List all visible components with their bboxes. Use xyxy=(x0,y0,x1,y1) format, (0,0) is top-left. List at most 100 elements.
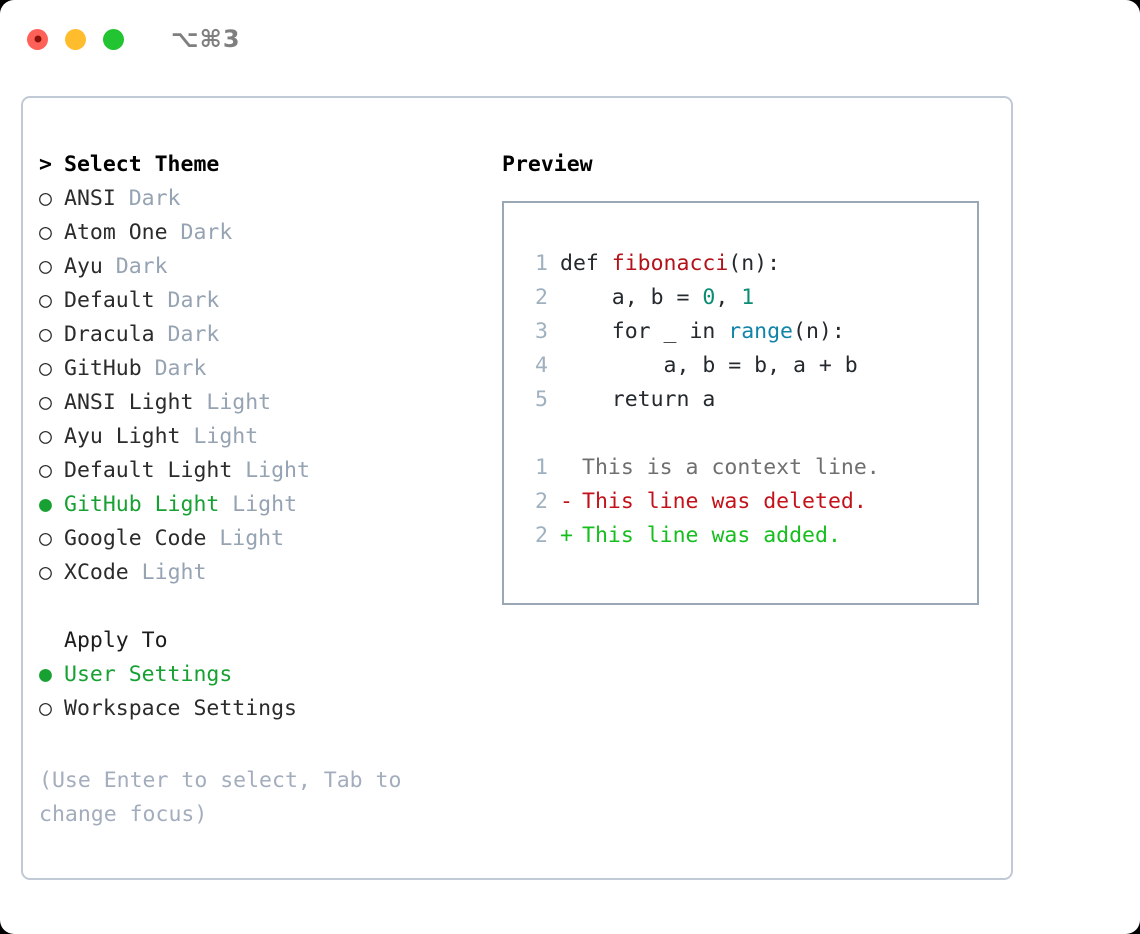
code-line: 3 for _ in range(n): xyxy=(522,315,977,349)
diff-marker-icon: + xyxy=(560,523,573,548)
window-controls xyxy=(27,28,124,50)
theme-name: Ayu xyxy=(64,254,103,279)
theme-variant-tag: Dark xyxy=(141,356,207,381)
code-token-num: 1 xyxy=(741,285,755,310)
code-line-number: 1 xyxy=(535,251,548,276)
theme-name: Default xyxy=(64,288,155,313)
theme-name: XCode xyxy=(64,560,129,585)
theme-list: ○ANSI Dark○Atom One Dark○Ayu Dark○Defaul… xyxy=(39,182,489,590)
preview-heading: Preview xyxy=(502,152,593,177)
theme-variant-tag: Dark xyxy=(154,322,220,347)
apply-to-indent xyxy=(39,624,64,658)
code-line: 1 def fibonacci(n): xyxy=(522,247,977,281)
theme-variant-tag: Light xyxy=(219,492,298,517)
diff-marker-icon xyxy=(560,451,582,485)
main-card: >Select Theme ○ANSI Dark○Atom One Dark○A… xyxy=(21,96,1013,880)
theme-variant-tag: Light xyxy=(206,526,285,551)
theme-selector-pane: >Select Theme ○ANSI Dark○Atom One Dark○A… xyxy=(39,148,489,726)
code-token-num: 0 xyxy=(702,285,716,310)
code-token-func: fibonacci xyxy=(611,251,729,276)
radio-empty-icon: ○ xyxy=(39,322,52,347)
code-line-number: 2 xyxy=(535,285,548,310)
code-token-plain: (n): xyxy=(728,251,781,276)
theme-option-ayu-light[interactable]: ○Ayu Light Light xyxy=(39,420,489,454)
code-token-plain: (n): xyxy=(793,319,845,344)
apply-to-heading: Apply To xyxy=(39,624,489,658)
theme-variant-tag: Dark xyxy=(115,186,181,211)
theme-option-github-light[interactable]: ● GitHub Light Light xyxy=(39,488,489,522)
theme-name: ANSI xyxy=(64,186,116,211)
theme-name: Dracula xyxy=(64,322,155,347)
diff-line-text: This line was added. xyxy=(582,523,841,548)
diff-line-number: 2 xyxy=(535,489,548,514)
spacer xyxy=(39,590,489,624)
maximize-window-button[interactable] xyxy=(103,28,124,50)
theme-option-ayu[interactable]: ○ Ayu Dark xyxy=(39,250,489,284)
theme-name: Google Code xyxy=(64,526,207,551)
radio-selected-icon: ● xyxy=(39,492,52,517)
code-diff-spacer xyxy=(522,417,977,451)
apply-to-heading-label: Apply To xyxy=(64,628,168,653)
select-theme-heading: >Select Theme xyxy=(39,148,489,182)
code-token-plain: for _ in xyxy=(560,319,729,344)
radio-empty-icon: ○ xyxy=(39,356,52,381)
theme-option-ansi-light[interactable]: ○ANSI Light Light xyxy=(39,386,489,420)
radio-selected-icon: ● xyxy=(39,662,52,687)
theme-option-google-code[interactable]: ○Google Code Light xyxy=(39,522,489,556)
diff-sample: 1 This is a context line.2-This line was… xyxy=(522,451,977,553)
theme-variant-tag: Light xyxy=(193,390,272,415)
radio-empty-icon: ○ xyxy=(39,560,52,585)
theme-variant-tag: Light xyxy=(180,424,259,449)
code-line-number: 5 xyxy=(535,387,548,412)
code-line: 5 return a xyxy=(522,383,977,417)
close-window-button[interactable] xyxy=(27,28,48,50)
theme-name: ANSI Light xyxy=(64,390,194,415)
diff-line-add: 2+This line was added. xyxy=(522,519,977,553)
theme-option-xcode[interactable]: ○ XCode Light xyxy=(39,556,489,590)
radio-empty-icon: ○ xyxy=(39,186,52,211)
theme-option-dracula[interactable]: ○ Dracula Dark xyxy=(39,318,489,352)
diff-line-number: 1 xyxy=(535,455,548,480)
theme-variant-tag: Dark xyxy=(102,254,168,279)
diff-line-del: 2-This line was deleted. xyxy=(522,485,977,519)
radio-empty-icon: ○ xyxy=(39,288,52,313)
apply-to-option-workspace-settings[interactable]: ○ Workspace Settings xyxy=(39,692,489,726)
theme-name: Atom One xyxy=(64,220,168,245)
code-token-plain: , xyxy=(715,285,742,310)
code-token-plain: a, b = xyxy=(560,285,703,310)
theme-option-github[interactable]: ○GitHub Dark xyxy=(39,352,489,386)
diff-line-text: This is a context line. xyxy=(582,455,880,480)
title-bar: ⌥⌘3 xyxy=(0,0,1140,78)
diff-line-text: This line was deleted. xyxy=(582,489,867,514)
select-theme-heading-label: Select Theme xyxy=(64,152,220,177)
apply-to-option-user-settings[interactable]: ● User Settings xyxy=(39,658,489,692)
apply-to-options: ● User Settings ○ Workspace Settings xyxy=(39,658,489,726)
theme-name: GitHub Light xyxy=(64,492,220,517)
code-line-number: 4 xyxy=(535,353,548,378)
apply-to-label: Workspace Settings xyxy=(64,696,297,721)
keyboard-shortcut-label: ⌥⌘3 xyxy=(171,25,241,53)
theme-variant-tag: Dark xyxy=(167,220,233,245)
radio-empty-icon: ○ xyxy=(39,458,52,483)
theme-variant-tag: Dark xyxy=(154,288,220,313)
theme-option-atom-one[interactable]: ○Atom One Dark xyxy=(39,216,489,250)
apply-to-label: User Settings xyxy=(64,662,233,687)
keyboard-hint-text: (Use Enter to select, Tab to change focu… xyxy=(39,768,415,827)
code-line: 4 a, b = b, a + b xyxy=(522,349,977,383)
code-token-plain: def xyxy=(560,251,612,276)
code-token-builtin: range xyxy=(728,319,794,344)
minimize-window-button[interactable] xyxy=(65,28,86,50)
theme-option-default[interactable]: ○ Default Dark xyxy=(39,284,489,318)
theme-option-ansi[interactable]: ○ ANSI Dark xyxy=(39,182,489,216)
theme-option-default-light[interactable]: ○Default Light Light xyxy=(39,454,489,488)
theme-name: Ayu Light xyxy=(64,424,181,449)
theme-variant-tag: Light xyxy=(128,560,207,585)
radio-empty-icon: ○ xyxy=(39,696,52,721)
diff-line-context: 1 This is a context line. xyxy=(522,451,977,485)
radio-empty-icon: ○ xyxy=(39,254,52,279)
diff-marker-icon: - xyxy=(560,489,573,514)
